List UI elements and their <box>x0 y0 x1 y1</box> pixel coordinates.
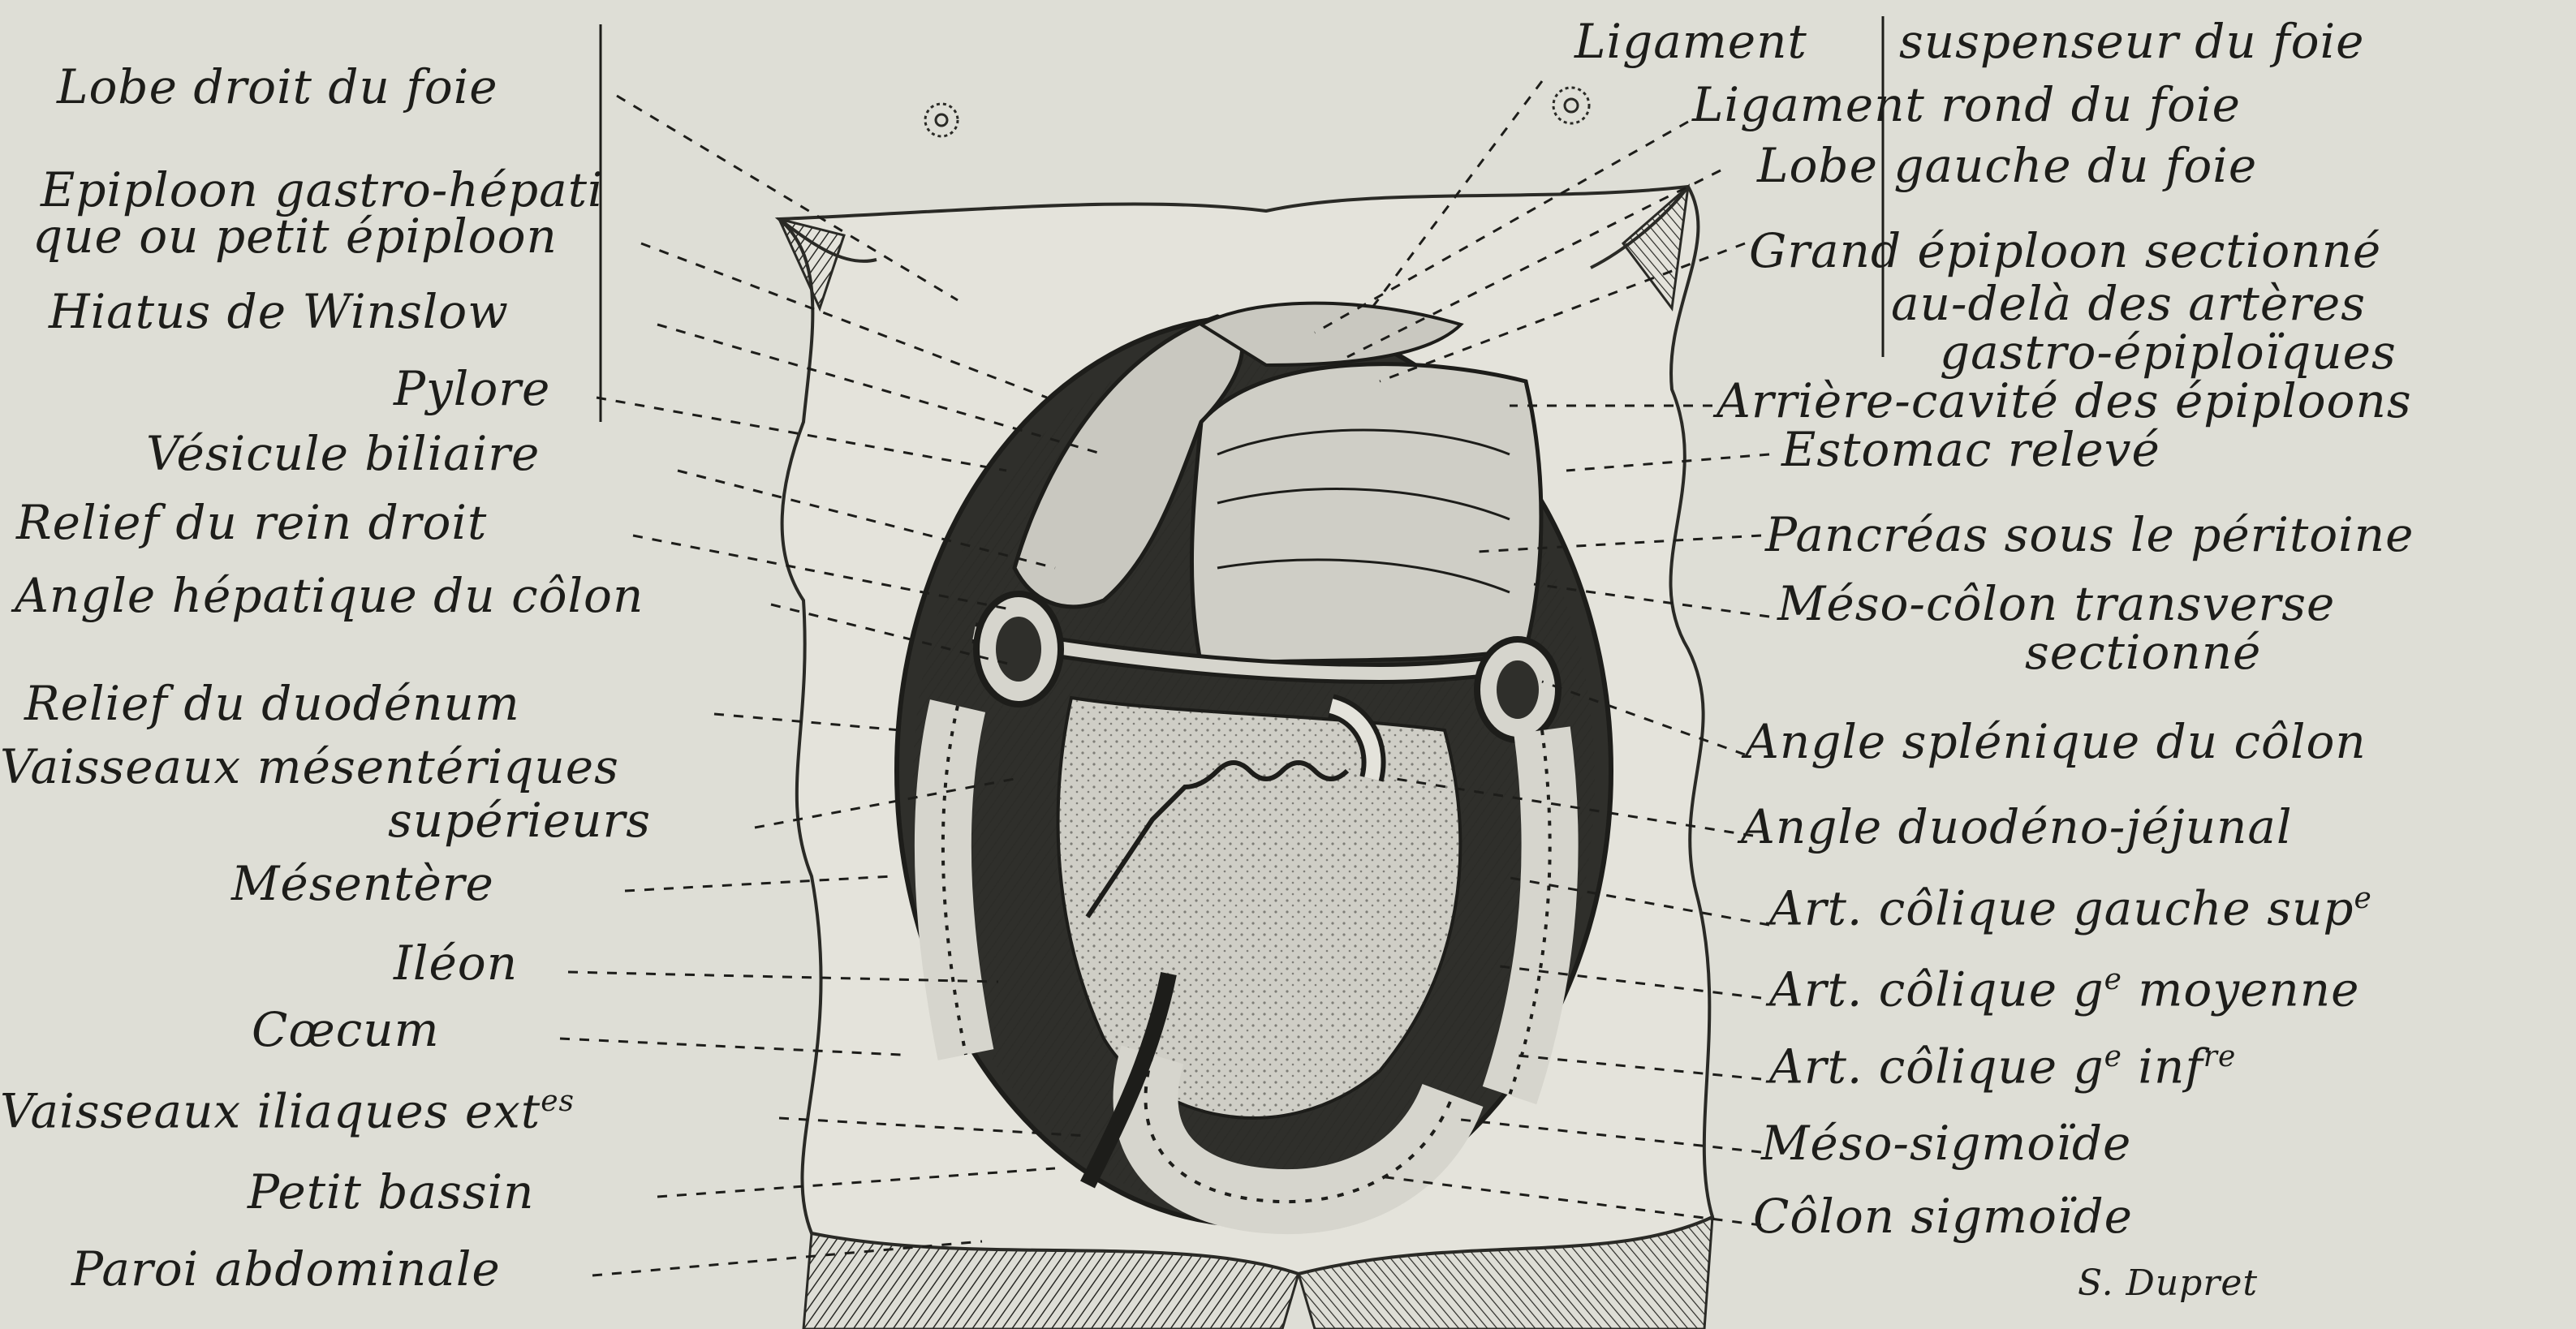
label-vaisseaux-mes-line2: supérieurs <box>388 797 651 844</box>
label-art-moy-sup: e <box>2104 963 2122 996</box>
label-rein: Relief du rein droit <box>16 499 487 546</box>
label-petit-bassin: Petit bassin <box>248 1168 535 1215</box>
label-iliaques: Vaisseaux iliaques extes <box>0 1087 575 1134</box>
umbilicus-marks <box>925 88 1589 136</box>
label-meso-colon-line2: sectionné <box>2025 629 2261 676</box>
label-colon-sigmoide: Côlon sigmoïde <box>1753 1193 2133 1240</box>
label-angle-splenique: Angle splénique du côlon <box>1745 718 2367 765</box>
label-ligament-susp-a: Ligament <box>1574 18 1807 65</box>
label-ligament-susp-b: suspenseur du foie <box>1899 18 2364 65</box>
label-vesicule: Vésicule biliaire <box>146 430 540 477</box>
label-angle-duodeno: Angle duodéno-jéjunal <box>1741 803 2293 850</box>
label-pancreas: Pancréas sous le péritoine <box>1765 511 2414 558</box>
artist-signature: S. Dupret <box>2078 1266 2258 1301</box>
label-art-moy-text: Art. côlique g <box>1769 961 2104 1017</box>
label-pylore: Pylore <box>394 365 550 412</box>
label-art-inf-sup2: re <box>2203 1040 2237 1073</box>
label-art-sup-sup: e <box>2354 882 2371 915</box>
label-mesentere: Mésentère <box>231 860 494 907</box>
label-lobe-droit: Lobe droit du foie <box>57 63 498 110</box>
label-grand-epiploon-line1: Grand épiploon sectionné <box>1749 227 2381 274</box>
label-arriere-cavite: Arrière-cavité des épiploons <box>1717 377 2412 424</box>
label-art-inf-text-b: inf <box>2122 1039 2203 1094</box>
label-estomac: Estomac relevé <box>1781 426 2160 473</box>
label-art-moy-text-b: moyenne <box>2122 961 2359 1017</box>
label-duodenum: Relief du duodénum <box>24 680 520 727</box>
label-ileon: Iléon <box>394 940 518 987</box>
label-meso-colon-line1: Méso-côlon transverse <box>1777 580 2335 627</box>
label-vaisseaux-mes-line1: Vaisseaux mésentériques <box>0 743 619 790</box>
label-epiploon-line1: Epiploon gastro-hépati <box>41 166 604 213</box>
label-epiploon-line2: que ou petit épiploon <box>32 213 558 260</box>
label-caecum: Cœcum <box>252 1006 440 1053</box>
label-ligament-rond: Ligament rond du foie <box>1692 81 2241 128</box>
label-art-inf-sup: e <box>2104 1040 2122 1073</box>
label-iliaques-sup: es <box>541 1085 575 1118</box>
label-iliaques-text: Vaisseaux iliaques ext <box>0 1083 541 1138</box>
label-art-inf: Art. côlique ge infre <box>1769 1043 2236 1090</box>
label-art-moy: Art. côlique ge moyenne <box>1769 966 2359 1013</box>
label-meso-sigmoide: Méso-sigmoïde <box>1761 1120 2131 1167</box>
label-lobe-gauche: Lobe gauche du foie <box>1757 142 2257 189</box>
label-paroi: Paroi abdominale <box>71 1245 501 1292</box>
label-art-inf-text: Art. côlique g <box>1769 1039 2104 1094</box>
label-art-sup-text: Art. côlique gauche sup <box>1769 880 2354 935</box>
label-angle-hepatique: Angle hépatique du côlon <box>15 572 644 619</box>
ascending-colon <box>943 706 966 1055</box>
stomach <box>1191 364 1540 665</box>
label-art-sup: Art. côlique gauche supe <box>1769 884 2372 931</box>
label-grand-epiploon-line2: au-delà des artères <box>1891 280 2366 327</box>
label-hiatus: Hiatus de Winslow <box>49 288 509 335</box>
label-grand-epiploon-line3: gastro-épiploïques <box>1940 329 2397 376</box>
